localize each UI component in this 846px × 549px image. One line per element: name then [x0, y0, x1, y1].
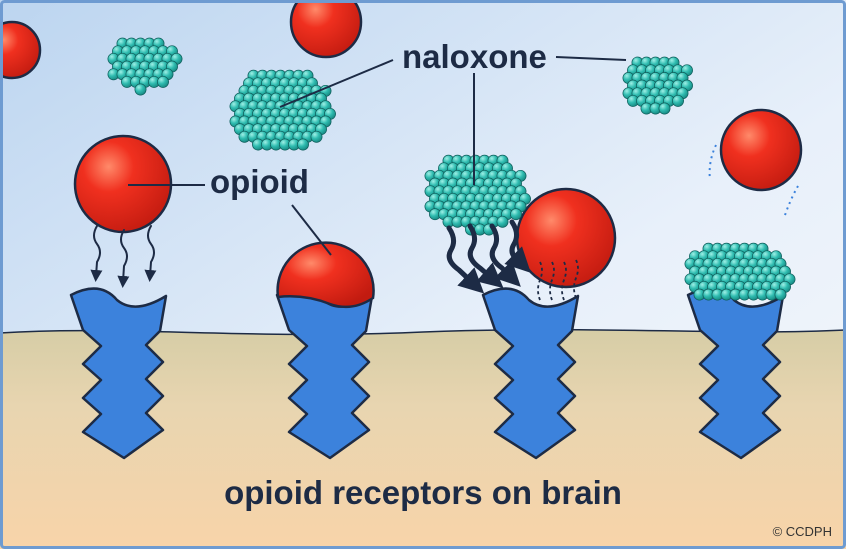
signal-arrow-icon: [446, 219, 531, 294]
opioid-receptor-icon: [481, 287, 580, 460]
signal-arrow-icon: [90, 225, 157, 288]
opioid-label: opioid: [210, 163, 309, 200]
opioid-molecule-icon: [289, 0, 363, 59]
receptors-caption: opioid receptors on brain: [224, 474, 622, 511]
leader-lines: [128, 56, 627, 256]
opioid-molecule-icon: [515, 187, 617, 289]
naloxone-molecule-icon: [684, 242, 796, 301]
naloxone-label: naloxone: [402, 38, 547, 75]
opioid-molecule-icon: [708, 108, 803, 219]
opioid-receptor-icon: [69, 287, 168, 460]
brain-tissue-ground: [0, 329, 846, 549]
opioid-molecule-icon: [276, 241, 375, 309]
opioid-molecule-icon: [0, 20, 42, 80]
copyright-credit: © CCDPH: [772, 524, 832, 539]
